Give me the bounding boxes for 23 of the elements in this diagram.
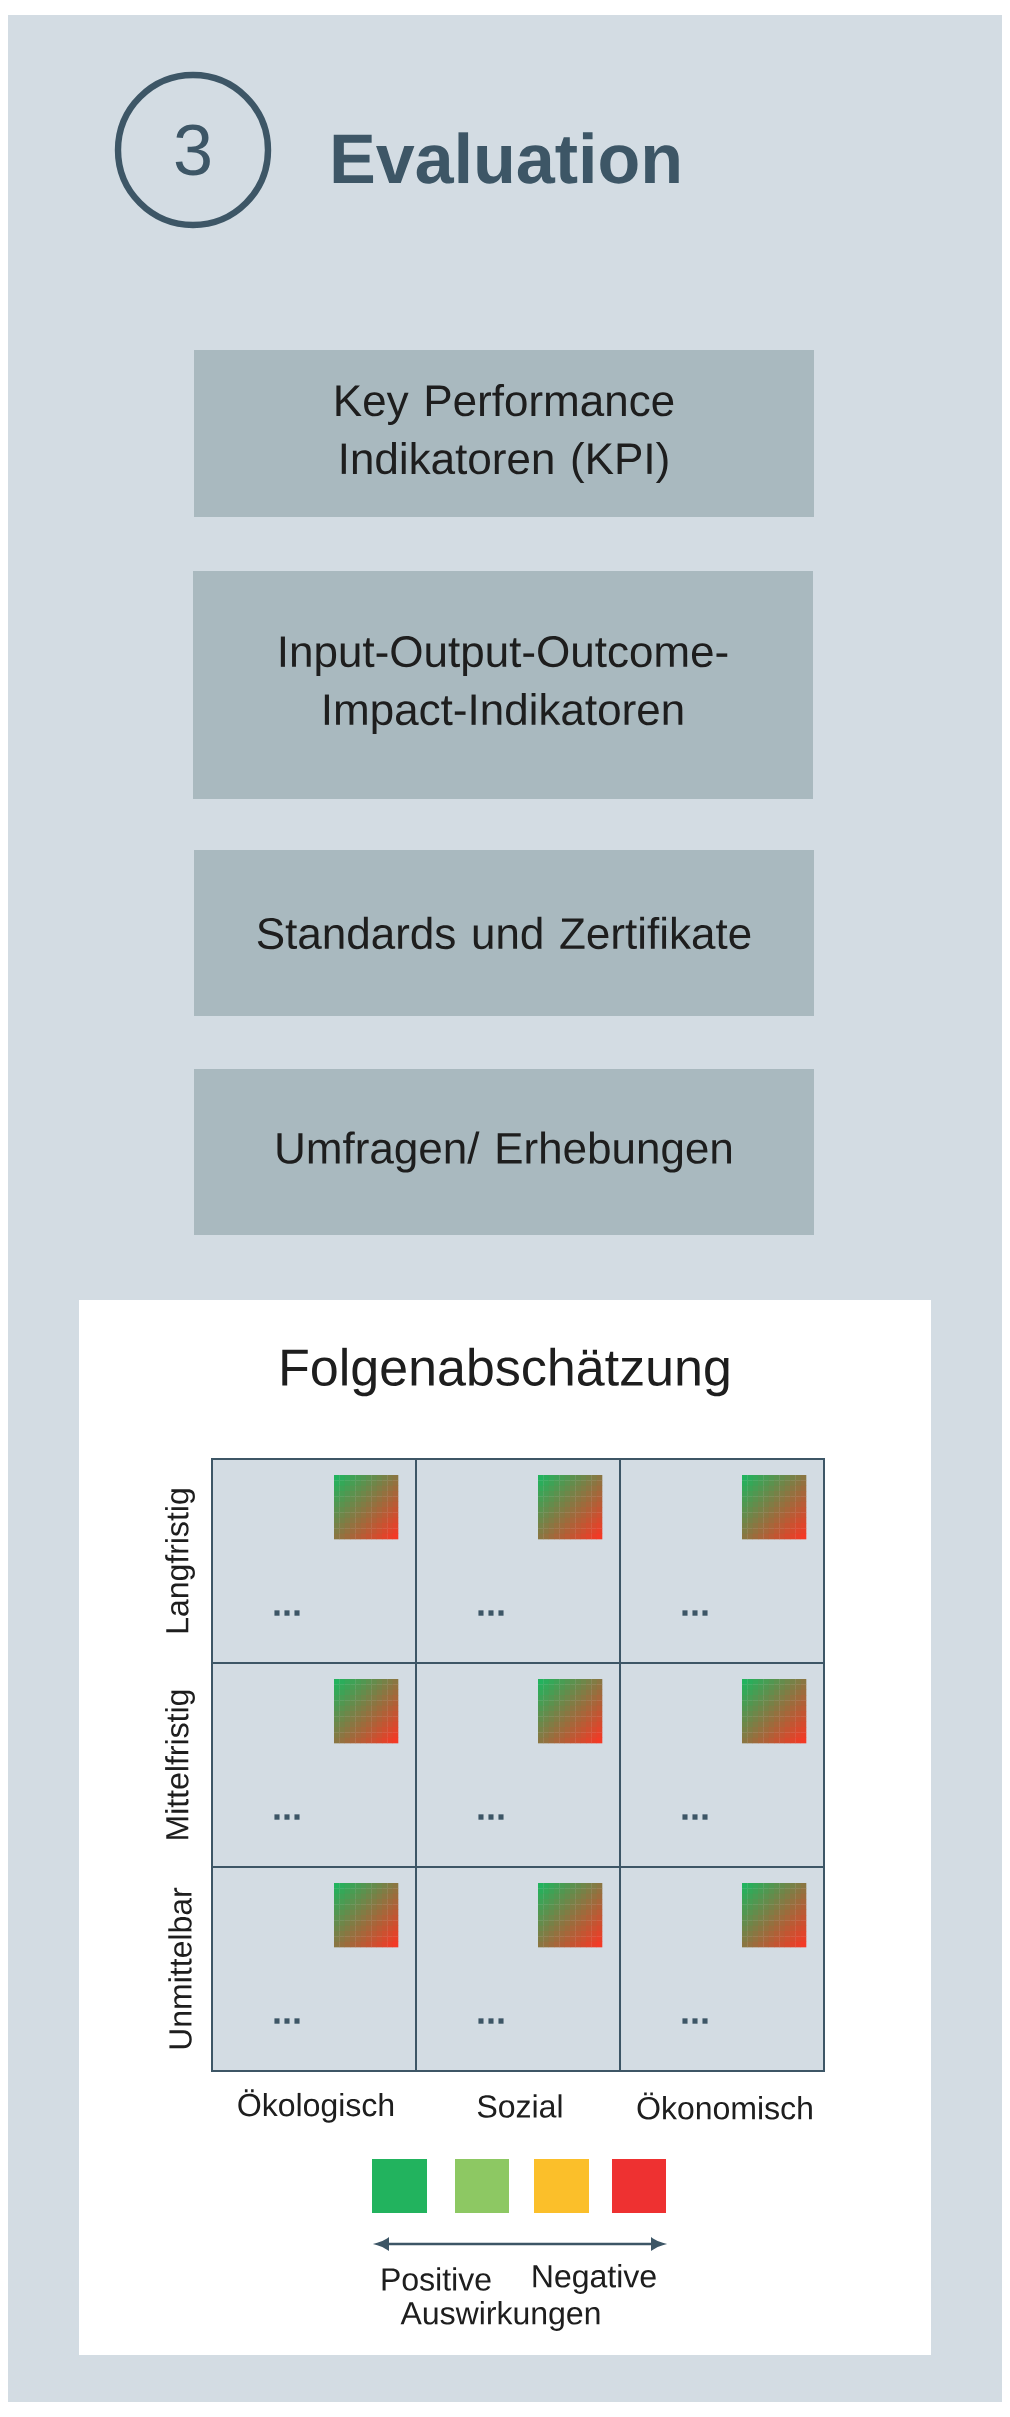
matrix-cell: ... (211, 1458, 417, 1664)
category-box: Key Performance Indikatoren (KPI) (194, 350, 814, 517)
category-box: Umfragen/ Erhebungen (194, 1069, 814, 1235)
matrix-cell: ... (619, 1866, 825, 2072)
matrix-cell: ... (619, 1662, 825, 1869)
row-label: Mittelfristig (165, 1690, 195, 1839)
scale-label: Positive (382, 2267, 491, 2291)
column-label: Ökologisch (238, 2089, 394, 2123)
matrix-cell: ... (415, 1662, 621, 1869)
row-label: Unmittelbar (168, 1887, 192, 2049)
column-label: Ökonomisch (637, 2092, 812, 2120)
column-label: Sozial (477, 2094, 562, 2118)
matrix-cell: ... (211, 1662, 417, 1869)
category-box: Standards und Zertifikate (194, 850, 814, 1016)
category-box: Input-Output-Outcome-Impact-Indikatoren (193, 571, 813, 799)
row-label: Langfristig (165, 1489, 195, 1633)
scale-label: Negative (533, 2264, 656, 2294)
scale-label: Auswirkungen (400, 2301, 600, 2331)
title: Evaluation (333, 132, 679, 184)
matrix-cell: ... (415, 1866, 621, 2072)
matrix-cell: ... (619, 1458, 825, 1664)
matrix-cell: ... (211, 1866, 417, 2072)
matrix-cell: ... (415, 1458, 621, 1664)
